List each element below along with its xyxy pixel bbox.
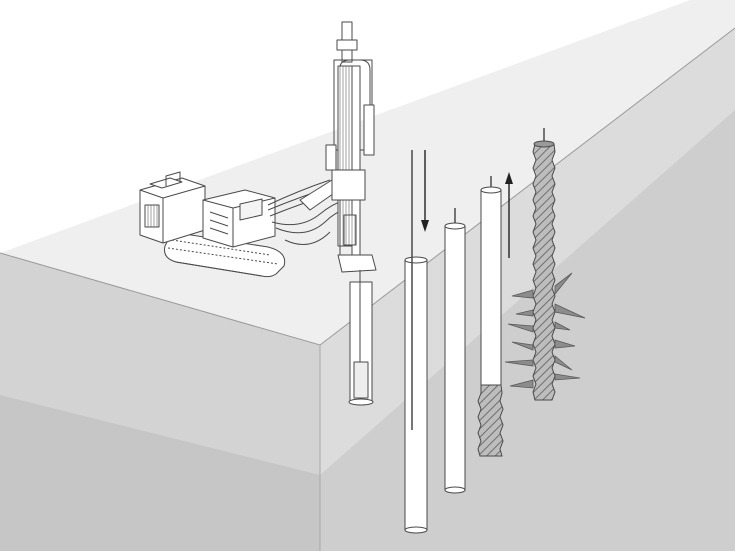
pile-screw (504, 128, 586, 401)
screw-flights (504, 272, 586, 389)
drilling-rig-icon (139, 21, 377, 406)
arrow-up-icon (505, 172, 513, 258)
mast (325, 21, 377, 273)
pile-steel-casing (404, 150, 428, 534)
crawler-track (164, 231, 286, 278)
arrow-down-icon (421, 150, 429, 232)
drill-casing (348, 270, 374, 406)
ground-front-lower (0, 395, 320, 551)
rig-body (202, 189, 276, 248)
pile-plain (444, 208, 466, 494)
pile-grouted (477, 176, 504, 457)
